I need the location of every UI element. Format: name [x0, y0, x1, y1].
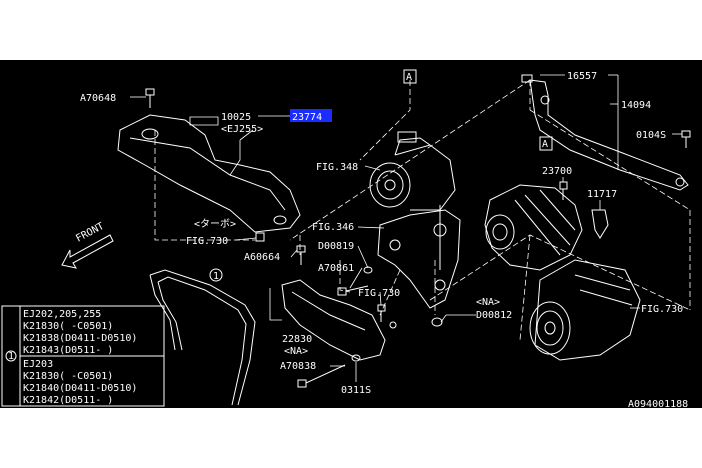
drive-belt — [149, 269, 256, 406]
ref-box-a-top: A — [403, 69, 417, 84]
legend-line-2: K21830( -C0501) — [23, 321, 113, 332]
label-0311s: 0311S — [341, 385, 371, 396]
label-ej255: <EJ255> — [221, 124, 263, 135]
label-11717: 11717 — [587, 189, 617, 200]
legend-line-8: K21842(D0511- ) — [23, 395, 113, 406]
alternator — [484, 184, 583, 271]
label-a60664: A60664 — [244, 252, 280, 263]
label-a70838: A70838 — [280, 361, 316, 372]
legend-marker: 1 — [8, 351, 14, 362]
washer-0311s-icon — [351, 354, 361, 362]
label-drawing-number: A094001188 — [628, 399, 688, 408]
legend-line-5: EJ203 — [23, 359, 53, 370]
bolt-a70648-icon — [145, 88, 155, 108]
label-10025: 10025 — [221, 112, 251, 123]
label-22830: 22830 — [282, 334, 312, 345]
label-14094: 14094 — [621, 100, 651, 111]
washer-d00819-icon — [363, 266, 373, 274]
front-arrow-icon: FRONT — [61, 221, 114, 269]
leader-lines — [130, 74, 682, 382]
label-na-low: <NA> — [284, 346, 308, 357]
stud-fig730-icon — [377, 304, 397, 329]
ref-box-a-right-label: A — [542, 139, 548, 150]
label-fig730-mid[interactable]: FIG.730 — [358, 288, 400, 299]
ac-compressor — [529, 259, 641, 361]
legend-line-4: K21843(D0511- ) — [23, 345, 113, 356]
label-fig348[interactable]: FIG.348 — [316, 162, 358, 173]
bolt-23700-icon — [559, 181, 568, 200]
ref-box-a-top-label: A — [406, 72, 412, 83]
clip-11717-icon — [591, 209, 609, 239]
bolt-0104s-icon — [681, 130, 691, 148]
label-turbo: <ターボ> — [194, 218, 236, 230]
label-a70648: A70648 — [80, 93, 116, 104]
highlight-23774 — [290, 109, 332, 122]
lower-cover-22830 — [281, 279, 386, 361]
parts-diagram: FRONT A A 1 — [0, 60, 702, 410]
label-23700: 23700 — [542, 166, 572, 177]
label-d00819: D00819 — [318, 241, 354, 252]
label-16557: 16557 — [567, 71, 597, 82]
label-d00812: D00812 — [476, 310, 512, 321]
stay-14094 — [529, 79, 689, 191]
bolt-a70861-icon — [337, 285, 369, 296]
front-label: FRONT — [74, 221, 106, 245]
pump-bracket — [377, 205, 461, 309]
label-23774[interactable]: 23774 — [292, 112, 322, 123]
ref-box-a-right: A — [539, 136, 553, 151]
variant-legend-table: 1 EJ202,205,255 K21830( -C0501) K21838(D… — [1, 305, 165, 407]
label-na-mid: <NA> — [476, 297, 500, 308]
ref-circle-1-label: 1 — [213, 271, 219, 282]
legend-line-6: K21830( -C0501) — [23, 371, 113, 382]
bolt-a60664-icon — [296, 245, 306, 265]
label-0104s: 0104S — [636, 130, 666, 141]
ref-circle-1: 1 — [209, 268, 223, 282]
label-fig730-right[interactable]: FIG.730 — [641, 304, 683, 315]
diagram-canvas: FRONT A A 1 — [1, 69, 691, 410]
label-fig730-top[interactable]: FIG.730 — [186, 236, 228, 247]
bolt-16557-icon — [521, 74, 533, 83]
label-a70861: A70861 — [318, 263, 354, 274]
bolt-a70838-icon — [297, 364, 346, 388]
nut-icon — [255, 232, 265, 242]
dashed-guide-lines — [154, 79, 691, 341]
washer-d00812-icon — [431, 317, 443, 327]
label-fig346[interactable]: FIG.346 — [312, 222, 354, 233]
legend-line-7: K21840(D0411-D0510) — [23, 383, 137, 394]
legend-line-3: K21838(D0411-D0510) — [23, 333, 137, 344]
legend-line-1: EJ202,205,255 — [23, 309, 101, 320]
power-steering-pump — [369, 131, 456, 211]
engine-cover — [117, 114, 301, 233]
